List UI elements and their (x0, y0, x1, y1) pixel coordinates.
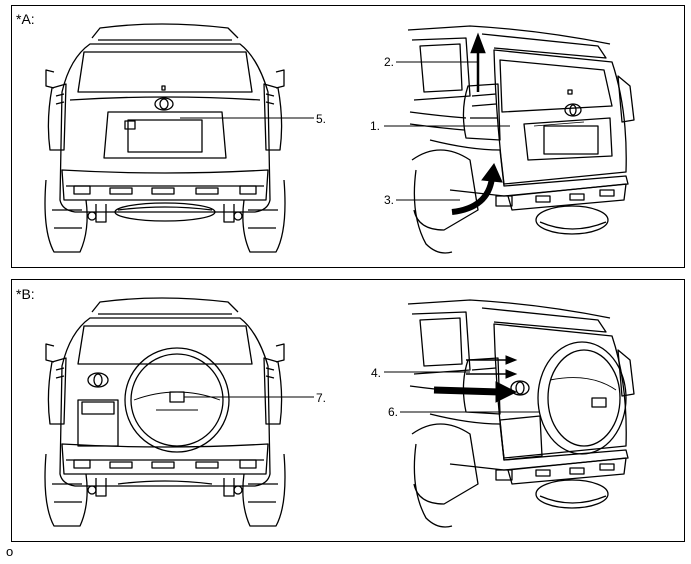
leader-lines (180, 61, 540, 413)
callout-4: 4. (371, 366, 382, 380)
three-quarter-view-a (407, 25, 635, 254)
panel-a (11, 5, 685, 268)
callout-3: 3. (384, 193, 395, 207)
callout-5: 5. (316, 112, 327, 126)
rear-view-b (44, 297, 286, 527)
action-arrows (433, 32, 518, 403)
three-quarter-view-b (407, 299, 635, 528)
panel-a-label: *A: (16, 11, 35, 27)
callout-6: 6. (388, 405, 399, 419)
rear-view-a (44, 23, 286, 253)
callout-2: 2. (384, 55, 395, 69)
panel-b-label: *B: (16, 286, 35, 302)
arrow-up-icon (470, 32, 486, 92)
curved-arrow-icon (451, 177, 495, 215)
callout-1: 1. (370, 119, 381, 133)
panel-b (11, 279, 685, 542)
callout-7: 7. (316, 391, 327, 405)
footer-mark: o (6, 544, 14, 559)
